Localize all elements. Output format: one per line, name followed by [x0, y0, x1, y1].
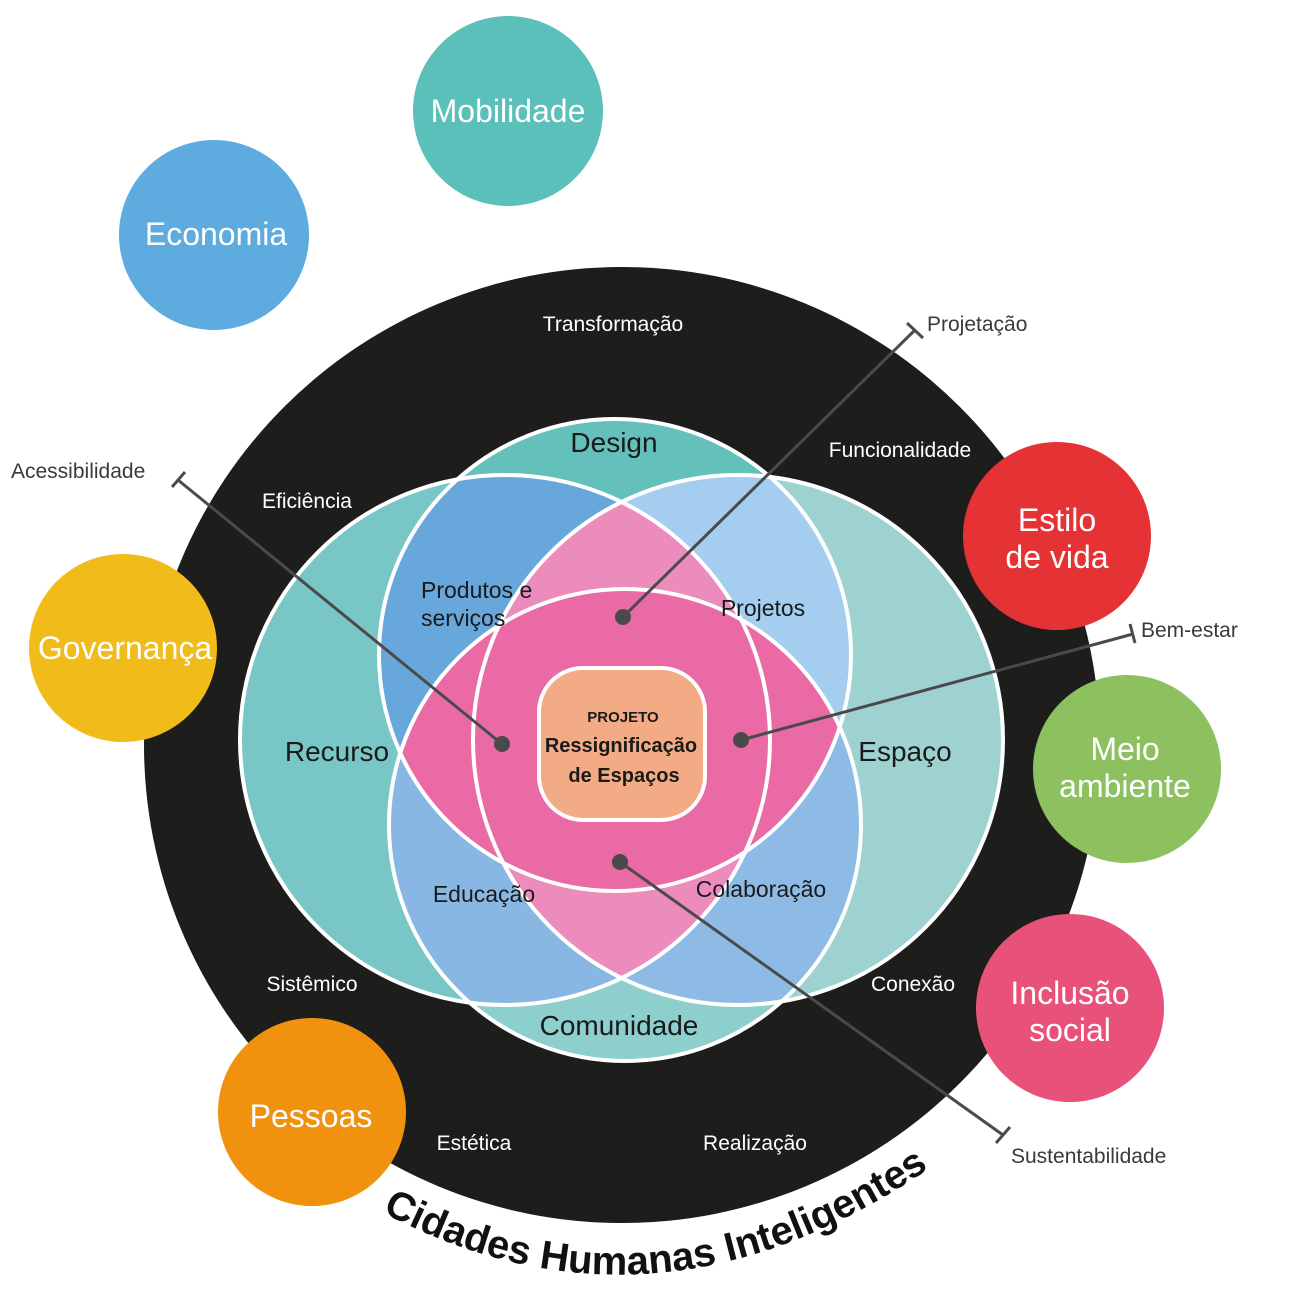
bubble-pessoas: Pessoas [218, 1018, 406, 1206]
intersection-label-colaboracao: Colaboração [696, 876, 826, 902]
venn-label-recurso: Recurso [285, 736, 389, 767]
callout-label-bem-estar: Bem-estar [1141, 619, 1238, 642]
bubble-label-inclusao-2: social [1029, 1012, 1111, 1048]
callout-label-sustentabilidade: Sustentabilidade [1011, 1145, 1166, 1168]
venn-label-design: Design [570, 427, 657, 458]
ring-word-sistemico: Sistêmico [266, 973, 357, 996]
ring-word-estetica: Estética [437, 1132, 512, 1155]
center-label-line3: de Espaços [568, 765, 679, 787]
bubble-mobilidade: Mobilidade [413, 16, 603, 206]
ring-word-funcionalidade: Funcionalidade [829, 439, 971, 462]
ring-word-conexao: Conexão [871, 973, 955, 996]
venn-label-comunidade: Comunidade [540, 1010, 699, 1041]
bubble-label-inclusao-1: Inclusão [1010, 975, 1129, 1011]
intersection-label-projetos: Projetos [721, 595, 805, 621]
bubble-label-estilo-2: de vida [1005, 539, 1108, 575]
bubble-label-mobilidade: Mobilidade [431, 93, 586, 129]
bubble-label-estilo-1: Estilo [1018, 502, 1096, 538]
center-label-line2: Ressignificação [545, 735, 697, 757]
venn-outlines [238, 417, 1005, 1063]
ring-word-eficiencia: Eficiência [262, 490, 352, 513]
bubble-label-governanca: Governança [38, 630, 213, 666]
callout-lines [170, 321, 1137, 1144]
intersection-label-educacao: Educação [433, 881, 535, 907]
intersection-label-produtos: Produtos e serviços [421, 577, 539, 631]
bubble-label-pessoas: Pessoas [250, 1098, 373, 1134]
bubble-estilo-de-vida: Estilo de vida [963, 442, 1151, 630]
center-box [537, 666, 707, 822]
bubble-inclusao-social: Inclusão social [976, 914, 1164, 1102]
bubble-economia: Economia [119, 140, 309, 330]
callout-dots [494, 609, 749, 870]
lens-vertical [389, 589, 851, 891]
bubble-label-meio-2: ambiente [1059, 768, 1191, 804]
bubble-governanca: Governança [29, 554, 217, 742]
ring-word-transformacao: Transformação [543, 313, 683, 336]
callout-label-acessibilidade: Acessibilidade [11, 460, 145, 483]
venn-label-espaco: Espaço [858, 736, 951, 767]
bubble-label-meio-1: Meio [1090, 731, 1159, 767]
bubble-label-economia: Economia [145, 216, 288, 252]
ring-word-realizacao: Realização [703, 1132, 807, 1155]
center-label-projeto: PROJETO [587, 709, 659, 726]
bubble-meio-ambiente: Meio ambiente [1033, 675, 1221, 863]
callout-label-projetacao: Projetação [927, 313, 1027, 336]
